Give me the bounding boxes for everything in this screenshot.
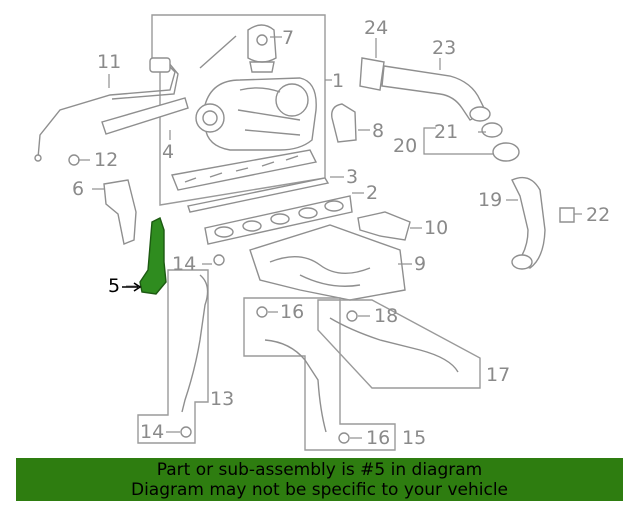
callout-11: 11 xyxy=(97,51,121,73)
callout-10: 10 xyxy=(424,217,448,239)
part-19-pipe[interactable] xyxy=(511,176,546,270)
callout-17: 17 xyxy=(486,364,510,386)
part-21-clamp[interactable] xyxy=(481,122,503,138)
part-16-seal-bottom[interactable] xyxy=(338,432,350,444)
part-20-coupling[interactable] xyxy=(492,142,520,162)
part-23-intake-pipe[interactable] xyxy=(381,65,491,122)
part-2-manifold-gasket[interactable] xyxy=(204,195,353,245)
callout-5: 5 xyxy=(108,275,120,297)
part-10-heat-shield[interactable] xyxy=(357,211,411,241)
part-18-seal[interactable] xyxy=(346,310,358,322)
part-8-bracket[interactable] xyxy=(331,103,357,143)
callout-4: 4 xyxy=(162,141,174,163)
part-17-group-frame xyxy=(317,299,481,389)
info-banner: Part or sub-assembly is #5 in diagram Di… xyxy=(16,458,623,501)
callout-22: 22 xyxy=(586,204,610,226)
part-13-tube[interactable] xyxy=(181,274,209,413)
part-9-manifold[interactable] xyxy=(249,224,406,301)
callout-20: 20 xyxy=(393,135,417,157)
part-13-group-frame xyxy=(137,269,209,444)
callout-13: 13 xyxy=(210,388,234,410)
part-3-gasket[interactable] xyxy=(187,177,330,213)
callout-15: 15 xyxy=(402,427,426,449)
callout-18: 18 xyxy=(374,305,398,327)
callout-2: 2 xyxy=(366,182,378,204)
callout-24: 24 xyxy=(364,17,388,39)
callout-1: 1 xyxy=(332,70,344,92)
callout-14-top: 14 xyxy=(172,253,196,275)
callout-6: 6 xyxy=(72,178,84,200)
callout-23: 23 xyxy=(432,37,456,59)
banner-line-1: Part or sub-assembly is #5 in diagram xyxy=(156,460,483,480)
part-24-coupling[interactable] xyxy=(359,57,385,91)
part-5-bracket[interactable] xyxy=(139,217,167,295)
part-16-seal-top[interactable] xyxy=(256,306,268,318)
turbocharger[interactable] xyxy=(195,77,317,151)
part-4-bracket[interactable] xyxy=(101,97,189,135)
part-15-group-frame xyxy=(243,297,396,451)
part-15-tube[interactable] xyxy=(264,339,327,433)
callout-16-top: 16 xyxy=(280,301,304,323)
part-12-washer[interactable] xyxy=(68,154,80,166)
callout-16-bottom: 16 xyxy=(366,427,390,449)
callout-5-arrow xyxy=(122,282,142,292)
callout-3: 3 xyxy=(346,166,358,188)
callout-7: 7 xyxy=(282,27,294,49)
part-22-sensor[interactable] xyxy=(559,207,575,223)
part-14-seal-bottom[interactable] xyxy=(180,426,192,438)
part-11-pipe[interactable] xyxy=(34,57,179,162)
exhaust-manifold[interactable] xyxy=(171,149,318,191)
part-6-bracket[interactable] xyxy=(103,179,137,245)
banner-line-2: Diagram may not be specific to your vehi… xyxy=(130,480,508,500)
part-14-seal-top[interactable] xyxy=(213,254,225,266)
callout-9: 9 xyxy=(414,253,426,275)
callout-12: 12 xyxy=(94,149,118,171)
callout-19: 19 xyxy=(478,189,502,211)
callout-8: 8 xyxy=(372,120,384,142)
part-7-cap[interactable] xyxy=(199,24,277,73)
parts-diagram: 7 1 11 4 12 6 8 3 2 10 9 24 23 21 20 19 … xyxy=(34,14,610,451)
part-17-tube[interactable] xyxy=(329,317,459,373)
callout-21: 21 xyxy=(434,121,458,143)
callout-14-bottom: 14 xyxy=(140,421,164,443)
